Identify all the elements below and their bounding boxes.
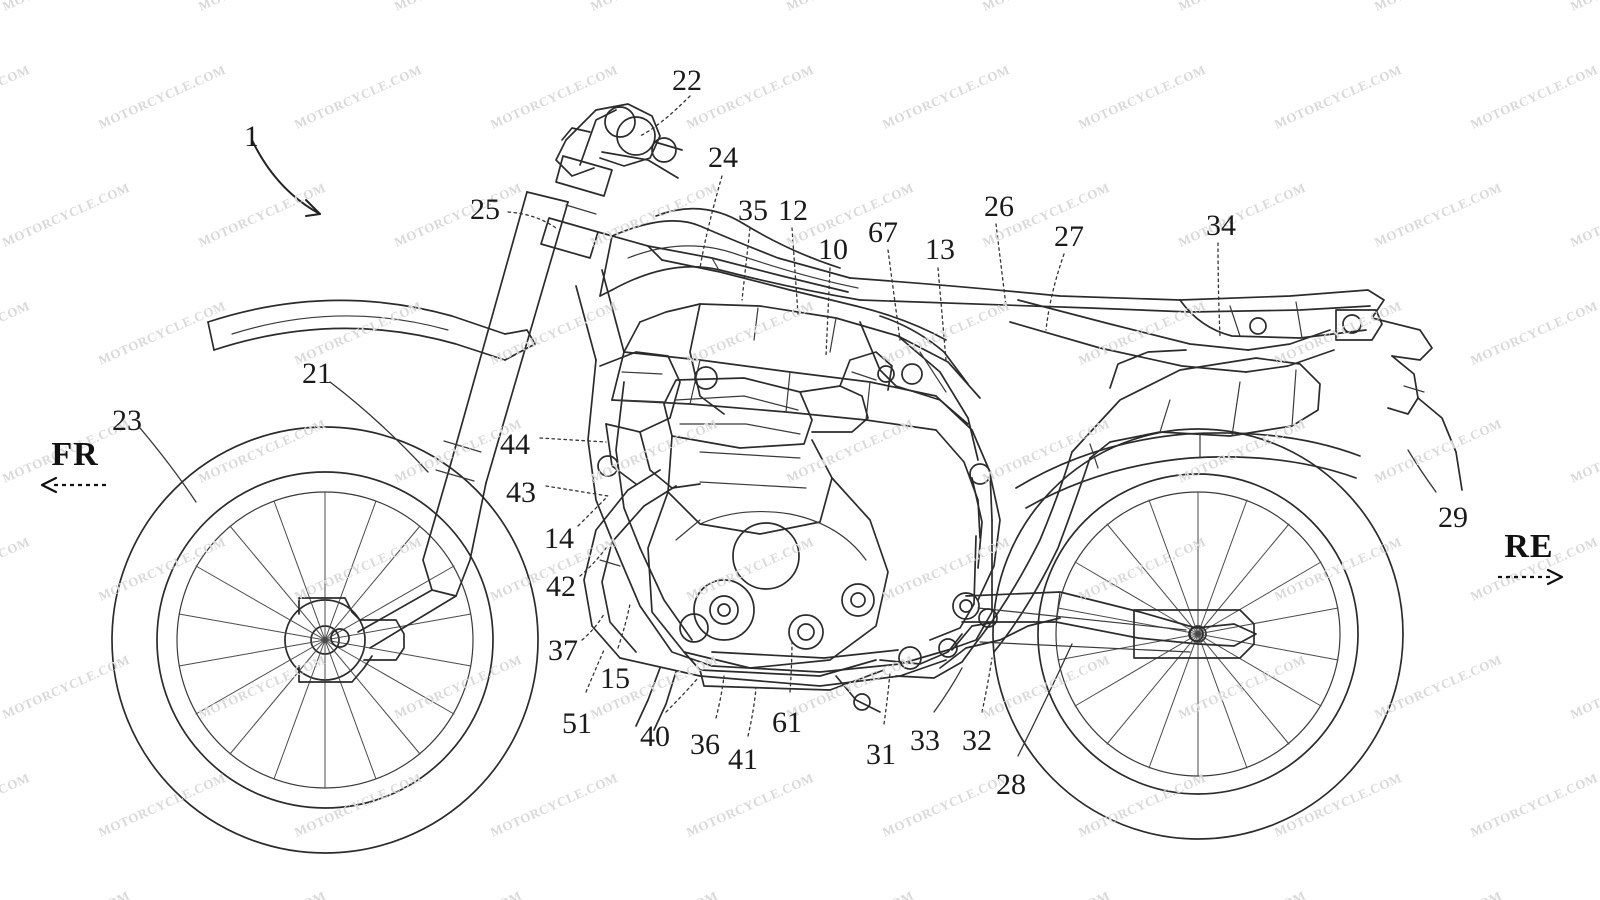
direction-arrow-fr	[40, 476, 106, 494]
leader-lines	[139, 95, 1437, 757]
direction-arrow-re	[1498, 568, 1564, 586]
reference-numeral-51: 51	[562, 707, 592, 740]
reference-numeral-36: 36	[690, 728, 720, 761]
reference-numeral-34: 34	[1206, 209, 1236, 242]
reference-numeral-26: 26	[984, 190, 1014, 223]
reference-numeral-10: 10	[818, 233, 848, 266]
rear-suspension-linkage	[939, 473, 1061, 669]
reference-numeral-67: 67	[868, 216, 898, 249]
reference-numeral-1: 1	[244, 120, 259, 153]
front-fork	[357, 109, 663, 649]
reference-numeral-42: 42	[546, 570, 576, 603]
direction-label-re: RE	[1504, 528, 1554, 565]
reference-numeral-43: 43	[506, 476, 536, 509]
reference-numeral-22: 22	[672, 64, 702, 97]
reference-numeral-13: 13	[925, 233, 955, 266]
reference-numeral-31: 31	[866, 738, 896, 771]
reference-numeral-15: 15	[600, 662, 630, 695]
reference-numeral-24: 24	[708, 141, 738, 174]
reference-numeral-25: 25	[470, 193, 500, 226]
fuel-tank	[599, 207, 1191, 313]
engine-assembly	[583, 351, 979, 691]
rear-fender	[1015, 432, 1361, 509]
reference-numeral-14: 14	[544, 522, 574, 555]
direction-indicator-fr: FR	[40, 436, 110, 496]
reference-numeral-28: 28	[996, 768, 1026, 801]
rear-tail-section	[1009, 289, 1463, 491]
reference-numeral-35: 35	[738, 194, 768, 227]
direction-indicator-re: RE	[1494, 528, 1564, 588]
reference-numeral-12: 12	[778, 194, 808, 227]
reference-numeral-37: 37	[548, 634, 578, 667]
reference-numeral-44: 44	[500, 428, 530, 461]
front-fender	[207, 299, 536, 361]
reference-numeral-29: 29	[1438, 501, 1468, 534]
reference-numeral-27: 27	[1054, 220, 1084, 253]
reference-numeral-40: 40	[640, 720, 670, 753]
reference-numeral-33: 33	[910, 724, 940, 757]
upper-frame-detail	[647, 245, 969, 425]
radiator-shroud	[599, 351, 701, 489]
swingarm	[961, 591, 1257, 653]
footpeg-and-stand	[635, 667, 881, 731]
rear-wheel	[992, 428, 1404, 840]
reference-numeral-32: 32	[962, 724, 992, 757]
reference-numeral-21: 21	[302, 357, 332, 390]
direction-label-fr: FR	[51, 436, 99, 473]
front-wheel	[111, 426, 539, 854]
reference-numeral-41: 41	[728, 743, 758, 776]
reference-numeral-23: 23	[112, 404, 142, 437]
reference-numeral-61: 61	[772, 706, 802, 739]
